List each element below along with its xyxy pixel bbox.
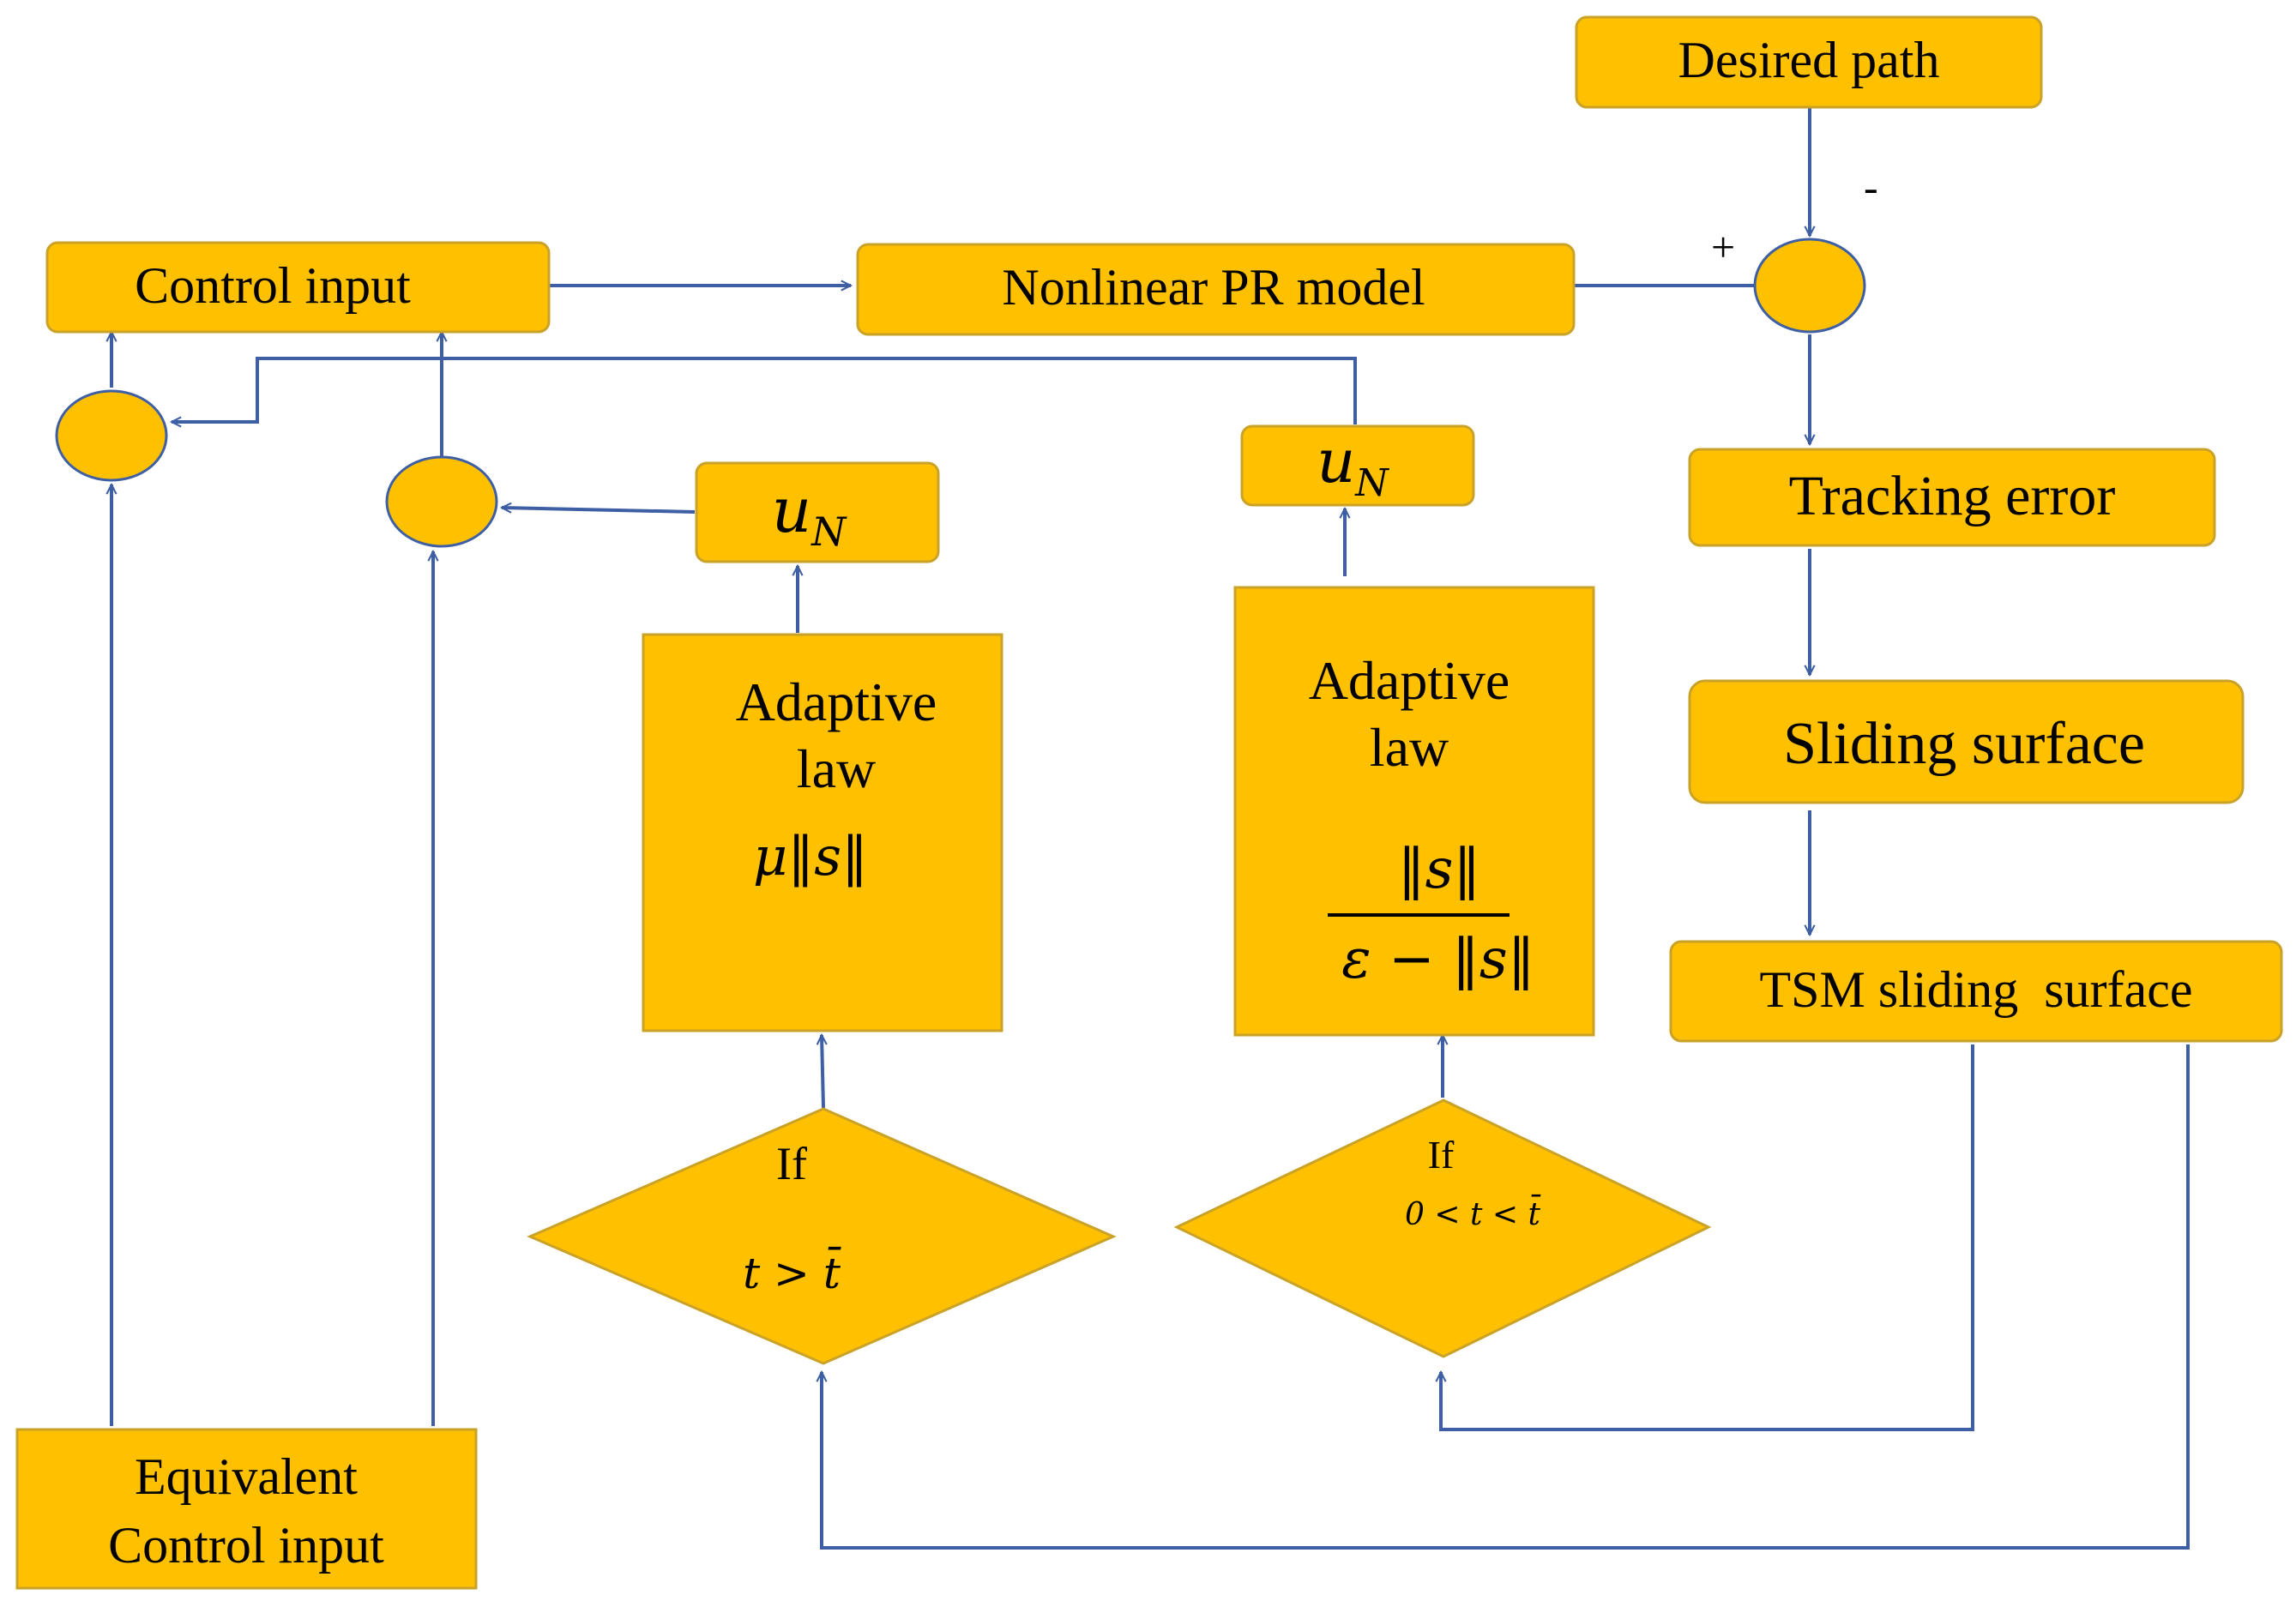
un-left-label: uN [772, 474, 847, 555]
sliding-surface-label: Sliding surface [1783, 711, 2145, 777]
equivalent-control-label-line2: Control input [108, 1517, 384, 1574]
arrow-left-un-to-middle-sum [502, 508, 696, 514]
adaptive-law-left-line2: law [797, 738, 876, 799]
un-right-block: uN [1240, 424, 1475, 507]
adaptive-law-right-numerator: ‖s‖ [1398, 838, 1481, 901]
decision-right-if: If [1428, 1133, 1455, 1177]
adaptive-law-left-formula: μ‖s‖ [753, 825, 868, 888]
un-left-sub: N [811, 509, 847, 555]
arrow-tsm-to-left-decision [822, 1044, 2190, 1550]
sliding-surface-block: Sliding surface [1688, 679, 2245, 804]
tracking-error-label: Tracking error [1789, 465, 2116, 527]
un-right-sub: N [1354, 461, 1389, 505]
equivalent-control-input-block: Equivalent Control input [15, 1428, 478, 1590]
adaptive-law-left-block: Adaptive law μ‖s‖ [642, 633, 1003, 1032]
tracking-error-block: Tracking error [1688, 448, 2216, 547]
adaptive-law-right-denominator: ε − ‖s‖ [1341, 928, 1535, 991]
arrow-left-decision-to-law [822, 1035, 823, 1109]
nonlinear-pr-model-label: Nonlinear PR model [1002, 259, 1425, 316]
arrow-tsm-to-right-decision [1441, 1044, 1974, 1431]
adaptive-law-left-line1: Adaptive [736, 671, 937, 732]
un-left-base: u [772, 474, 811, 546]
decision-left: If t > t̄ [527, 1107, 1117, 1365]
summing-junction-left [55, 389, 168, 482]
un-left-block: uN [695, 461, 940, 563]
equivalent-control-label-line1: Equivalent [135, 1448, 358, 1505]
connectors [111, 107, 2190, 1550]
un-right-base: u [1317, 426, 1355, 497]
control-input-label: Control input [135, 257, 411, 314]
decision-left-condition: t > t̄ [743, 1246, 841, 1298]
decision-right: If 0 < t < t̄ [1173, 1098, 1712, 1358]
plus-sign: + [1711, 223, 1735, 271]
decision-right-condition: 0 < t < t̄ [1405, 1195, 1541, 1232]
summing-junction-middle [385, 455, 498, 548]
arrow-right-un-to-left-sum [172, 357, 1357, 424]
desired-path-label: Desired path [1678, 32, 1940, 88]
nonlinear-pr-model-block: Nonlinear PR model [856, 243, 1576, 336]
adaptive-law-right-line2: law [1370, 717, 1449, 778]
un-right-label: uN [1317, 426, 1389, 505]
adaptive-law-right-line1: Adaptive [1309, 650, 1510, 711]
desired-path-block: Desired path [1575, 15, 2043, 109]
control-input-block: Control input [45, 241, 551, 334]
minus-sign: - [1864, 163, 1878, 211]
summing-junction-error [1753, 238, 1866, 334]
adaptive-law-right-block: Adaptive law ‖s‖ ε − ‖s‖ [1233, 586, 1595, 1037]
tsm-sliding-surface-label: TSM sliding surface [1760, 961, 2193, 1018]
decision-left-if: If [776, 1138, 807, 1189]
tsm-sliding-surface-block: TSM sliding surface [1669, 940, 2283, 1043]
